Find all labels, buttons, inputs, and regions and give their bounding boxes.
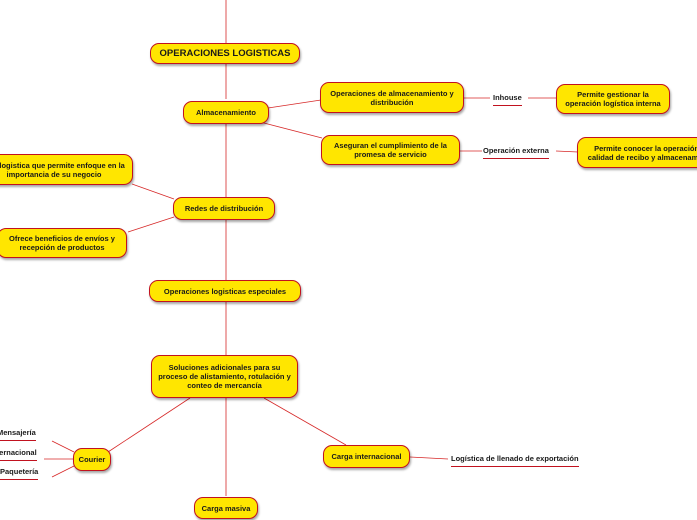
beneficios-envios-note[interactable]: Ofrece beneficios de envíos y recepción … [0, 228, 127, 258]
connector-courier-mensajeria [51, 440, 75, 453]
inhouse-text: Inhouse [493, 93, 522, 102]
almacenamiento-node[interactable]: Almacenamiento [183, 101, 269, 124]
llenado-exportacion-underline [451, 465, 579, 467]
red-logistica-note[interactable]: Red logistica que permite enfoque en la … [0, 154, 133, 185]
carga-masiva-node[interactable]: Carga masiva [194, 497, 258, 519]
connector-redes-note1 [131, 183, 175, 200]
redes-distribucion-node[interactable]: Redes de distribución [173, 197, 275, 220]
connector-soluciones-courier [107, 397, 191, 453]
operacion-externa-underline [483, 157, 549, 159]
paqueteria-underline [0, 478, 39, 480]
courier-node[interactable]: Courier [73, 448, 111, 471]
mensajeria-text: Mensajería [0, 428, 36, 437]
llenado-exportacion-text: Logística de llenado de exportación [451, 454, 579, 463]
courier-item-internacional[interactable]: Internacional [0, 448, 37, 461]
operacion-externa-label[interactable]: Operación externa [483, 146, 549, 159]
calidad-recibo-node[interactable]: Permite conocer la operación de calidad … [577, 137, 697, 168]
connector-courier-paqueteria [51, 465, 75, 478]
courier-item-mensajeria[interactable]: Mensajería [0, 428, 36, 441]
connector-almacenamiento-branch2 [259, 121, 323, 139]
operacion-externa-text: Operación externa [483, 146, 549, 155]
root-node[interactable]: OPERACIONES LOGISTICAS [150, 43, 300, 64]
gestionar-operacion-node[interactable]: Permite gestionar la operación logística… [556, 84, 670, 114]
connector-soluciones-carga-internacional [263, 397, 347, 446]
operaciones-especiales-node[interactable]: Operaciones logisticas especiales [149, 280, 301, 302]
inhouse-label[interactable]: Inhouse [493, 93, 522, 106]
carga-internacional-node[interactable]: Carga internacional [323, 445, 410, 468]
almacenamiento-distribucion-node[interactable]: Operaciones de almacenamiento y distribu… [320, 82, 464, 113]
promesa-servicio-node[interactable]: Aseguran el cumplimiento de la promesa d… [321, 135, 460, 165]
internacional-text: Internacional [0, 448, 37, 457]
llenado-exportacion-label[interactable]: Logística de llenado de exportación [451, 454, 579, 467]
connector-carga-internacional-detail [409, 456, 449, 460]
inhouse-underline [493, 104, 522, 106]
internacional-underline [0, 459, 37, 461]
connector-externa-detail [555, 150, 579, 153]
mensajeria-underline [0, 439, 36, 441]
connector-redes-note2 [127, 216, 175, 233]
paqueteria-text: Paquetería [0, 467, 39, 476]
courier-item-paqueteria[interactable]: Paquetería [0, 467, 39, 480]
connector-almacenamiento-branch1 [267, 99, 322, 109]
soluciones-adicionales-node[interactable]: Soluciones adicionales para su proceso d… [151, 355, 298, 398]
